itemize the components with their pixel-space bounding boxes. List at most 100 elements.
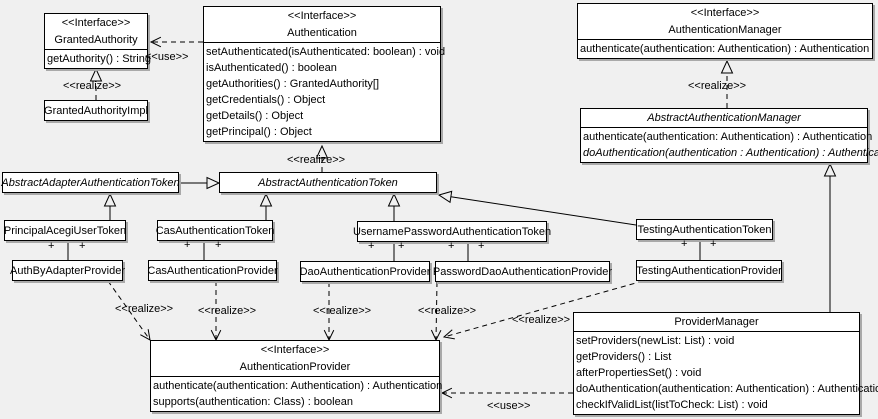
granted-authority-impl-name: GrantedAuthorityImpl bbox=[44, 104, 148, 117]
authentication-method-0: setAuthenticated(isAuthenticated: boolea… bbox=[206, 46, 446, 58]
principal-acegi-user-token-name: PrincipalAcegiUserToken bbox=[3, 224, 127, 237]
dao-authentication-provider-header: DaoAuthenticationProvider bbox=[297, 263, 434, 281]
authentication[interactable]: <<Interface>>Authentication setAuthentica… bbox=[203, 6, 446, 142]
granted-authority-methods: getAuthority() : String bbox=[45, 49, 151, 68]
authentication-provider-header: <<Interface>> AuthenticationProvider bbox=[151, 341, 439, 376]
arrowhead-open-realize-authbyadapterprovider-to-authenticationprovider bbox=[140, 329, 151, 341]
edge-realize-passworddaoprovider-to-authenticationprovider[interactable] bbox=[435, 281, 438, 341]
abstract-authentication-manager-method-1: doAuthentication(authentication : Authen… bbox=[583, 147, 878, 159]
realize-label-daoauthenticationprovider: <<realize>> bbox=[313, 305, 372, 317]
granted-authority[interactable]: <<Interface>> GrantedAuthority getAuthorit… bbox=[44, 13, 151, 69]
plus-testing-right: + bbox=[710, 238, 717, 250]
arrowhead-open-realize-testingprovider-to-authenticationprovider bbox=[442, 329, 455, 340]
cas-authentication-provider-header: CasAuthenticationProvider bbox=[144, 262, 280, 280]
authentication-manager[interactable]: <<Interface>> AuthenticationManager authen… bbox=[577, 3, 873, 59]
username-password-authentication-token-name: UsernamePasswordAuthenticationToken bbox=[352, 225, 552, 238]
abstract-authentication-manager-header: AbstractAuthenticationManager bbox=[581, 109, 867, 127]
testing-authentication-token[interactable]: TestingAuthenticationToken bbox=[636, 219, 773, 240]
authentication-provider-methods: authenticate(authentication: Authenticat… bbox=[151, 376, 442, 411]
plus-dao-left: + bbox=[368, 240, 375, 252]
arrowhead-triangle-realize-abstractauthenticationtoken-to-authentication bbox=[315, 144, 329, 159]
abstract-adapter-authentication-token-header: AbstractAdapterAuthenticationToken bbox=[0, 174, 183, 192]
abstract-authentication-manager-methods: authenticate(authentication: Authenticat… bbox=[581, 127, 878, 162]
abstract-adapter-authentication-token[interactable]: AbstractAdapterAuthenticationToken bbox=[1, 172, 180, 193]
authentication-provider-stereotype: <<Interface>> bbox=[260, 344, 330, 356]
testing-authentication-provider[interactable]: TestingAuthenticationProvider bbox=[636, 260, 782, 281]
abstract-authentication-manager-name: AbstractAuthenticationManager bbox=[647, 112, 801, 124]
provider-manager-method-2: afterPropertiesSet() : void bbox=[576, 367, 702, 379]
realize-label-casauthenticationprovider: <<realize>> bbox=[198, 305, 257, 317]
authentication-method-5: getPrincipal() : Object bbox=[206, 126, 312, 138]
abstract-authentication-token-header: AbstractAuthenticationToken bbox=[255, 174, 401, 192]
principal-acegi-user-token[interactable]: PrincipalAcegiUserToken bbox=[4, 220, 126, 241]
authentication-manager-stereotype: <<Interface>> bbox=[690, 7, 760, 19]
plus-dao-right: + bbox=[398, 240, 405, 252]
provider-manager-method-4: checkIfValidList(listToCheck: List) : vo… bbox=[576, 399, 768, 411]
abstract-authentication-token-name: AbstractAuthenticationToken bbox=[258, 176, 398, 189]
abstract-authentication-manager-method-0: authenticate(authentication: Authenticat… bbox=[583, 131, 873, 143]
edge-generalization-testingtoken-to-abstracttoken[interactable] bbox=[450, 196, 637, 226]
cas-authentication-provider-name: CasAuthenticationProvider bbox=[147, 264, 278, 277]
granted-authority-impl[interactable]: GrantedAuthorityImpl bbox=[44, 100, 148, 121]
authentication-method-3: getCredentials() : Object bbox=[206, 94, 326, 106]
cas-authentication-token-header: CasAuthenticationToken bbox=[153, 222, 278, 240]
granted-authority-stereotype: <<Interface>> bbox=[61, 17, 131, 29]
authentication-provider-name: AuthenticationProvider bbox=[239, 361, 351, 373]
realize-label-grantedauthorityimpl: <<realize>> bbox=[63, 80, 122, 92]
arrowhead-triangle-generalization-usernamepasswordtoken-to-abstracttoken bbox=[387, 192, 401, 207]
abstract-authentication-token[interactable]: AbstractAuthenticationToken bbox=[219, 172, 437, 193]
arrowhead-triangle-generalization-abstractadapter-to-abstracttoken bbox=[206, 176, 221, 190]
plus-principal-left: + bbox=[48, 240, 55, 252]
granted-authority-method-0: getAuthority() : String bbox=[47, 53, 151, 65]
authentication-header: <<Interface>>Authentication bbox=[204, 7, 440, 42]
auth-by-adapter-provider-header: AuthByAdapterProvider bbox=[7, 262, 128, 280]
testing-authentication-provider-header: TestingAuthenticationProvider bbox=[633, 262, 785, 280]
authentication-method-4: getDetails() : Object bbox=[206, 110, 304, 122]
edge-realize-authbyadapterprovider-to-authenticationprovider[interactable] bbox=[107, 280, 151, 341]
testing-authentication-token-name: TestingAuthenticationToken bbox=[637, 223, 772, 236]
password-dao-authentication-provider[interactable]: PasswordDaoAuthenticationProvider bbox=[433, 261, 612, 282]
realize-label-abstractauthenticationmanager: <<realize>> bbox=[688, 80, 747, 92]
testing-authentication-provider-name: TestingAuthenticationProvider bbox=[636, 264, 782, 277]
username-password-authentication-token[interactable]: UsernamePasswordAuthenticationToken bbox=[353, 221, 551, 242]
abstract-authentication-manager[interactable]: AbstractAuthenticationManager authenticat… bbox=[580, 108, 878, 163]
granted-authority-impl-header: GrantedAuthorityImpl bbox=[41, 102, 151, 120]
arrowhead-triangle-generalization-testingtoken-to-abstracttoken bbox=[437, 190, 453, 204]
testing-authentication-token-header: TestingAuthenticationToken bbox=[635, 221, 775, 239]
arrowhead-triangle-realize-abstractauthenticationmanager-to-authenticationmanager bbox=[720, 59, 734, 74]
authentication-method-2: getAuthorities() : GrantedAuthority[] bbox=[206, 78, 380, 90]
password-dao-authentication-provider-name: PasswordDaoAuthenticationProvider bbox=[432, 265, 613, 278]
authentication-manager-method-0: authenticate(authentication: Authenticat… bbox=[580, 43, 870, 55]
arrowhead-triangle-generalization-providermanager-to-abstractauthenticationmanager bbox=[823, 162, 837, 177]
plus-cas-right: + bbox=[215, 239, 222, 251]
plus-cas-left: + bbox=[184, 239, 191, 251]
plus-passworddao-left: + bbox=[448, 240, 455, 252]
arrowhead-open-use-providermanager-to-authenticationprovider bbox=[440, 387, 453, 399]
auth-by-adapter-provider-name: AuthByAdapterProvider bbox=[10, 264, 125, 277]
provider-manager-header: ProviderManager bbox=[574, 313, 859, 331]
edge-realize-testingprovider-to-authenticationprovider[interactable] bbox=[443, 280, 644, 338]
realize-label-authbyadapterprovider: <<realize>> bbox=[115, 303, 174, 315]
cas-authentication-provider[interactable]: CasAuthenticationProvider bbox=[147, 260, 278, 281]
authentication-stereotype: <<Interface>> bbox=[287, 10, 357, 22]
granted-authority-name: GrantedAuthority bbox=[54, 34, 138, 46]
granted-authority-header: <<Interface>> GrantedAuthority bbox=[45, 14, 147, 49]
cas-authentication-token[interactable]: CasAuthenticationToken bbox=[156, 220, 274, 241]
dao-authentication-provider[interactable]: DaoAuthenticationProvider bbox=[300, 261, 430, 282]
plus-principal-right: + bbox=[79, 240, 86, 252]
password-dao-authentication-provider-header: PasswordDaoAuthenticationProvider bbox=[430, 263, 615, 281]
plus-testing-left: + bbox=[681, 238, 688, 250]
realize-label-abstractauthenticationtoken: <<realize>> bbox=[287, 154, 346, 166]
authentication-manager-methods: authenticate(authentication: Authenticat… bbox=[578, 39, 872, 58]
plus-passworddao-right: + bbox=[478, 240, 485, 252]
authentication-provider[interactable]: <<Interface>> AuthenticationProvider authe… bbox=[150, 340, 442, 412]
auth-by-adapter-provider[interactable]: AuthByAdapterProvider bbox=[10, 260, 125, 281]
authentication-manager-name: AuthenticationManager bbox=[668, 24, 782, 36]
use-label-authentication-grantedauthority: <<use>> bbox=[145, 51, 189, 63]
username-password-authentication-token-header: UsernamePasswordAuthenticationToken bbox=[350, 223, 554, 241]
realize-label-passworddaoprovider: <<realize>> bbox=[418, 305, 477, 317]
abstract-adapter-authentication-token-name: AbstractAdapterAuthenticationToken bbox=[1, 176, 180, 189]
